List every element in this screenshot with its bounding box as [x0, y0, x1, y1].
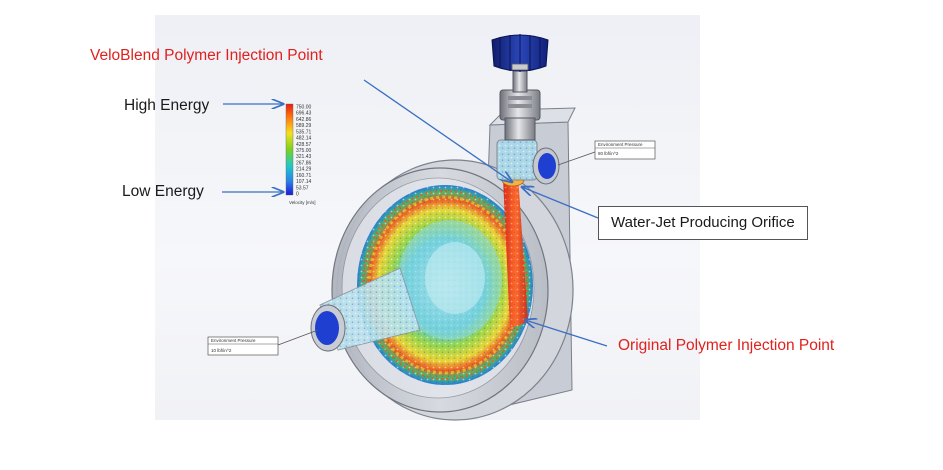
veloblend-arrow: [363, 79, 512, 182]
water-jet-label: Water-Jet Producing Orifice: [598, 206, 808, 240]
legend-tick-label: 535.71: [296, 129, 312, 135]
pressure-bottom-value: 10 lbf/in^2: [211, 348, 232, 353]
legend-tick-label: 375.00: [296, 148, 312, 154]
original-injection-arrow: [525, 320, 608, 347]
original-injection-label: Original Polymer Injection Point: [618, 337, 835, 354]
legend-tick-label: 428.57: [296, 142, 312, 148]
valve-assembly: [491, 34, 549, 141]
upper-chamber: [496, 139, 560, 185]
velocity-legend: 750.00696.43642.86589.29535.71482.14428.…: [285, 103, 316, 205]
inlet-pipe: [310, 267, 421, 352]
legend-tick-label: 321.43: [296, 154, 312, 160]
veloblend-label: VeloBlend Polymer Injection Point: [90, 47, 323, 64]
pressure-bottom-title: Environment Pressure: [211, 338, 256, 343]
legend-ticks: 750.00696.43642.86589.29535.71482.14428.…: [296, 105, 312, 198]
high-energy-label: High Energy: [124, 97, 210, 114]
legend-tick-label: 750.00: [296, 105, 312, 111]
legend-colorbar: [285, 103, 294, 196]
legend-tick-label: 482.14: [296, 136, 312, 142]
legend-title: Velocity [m/s]: [289, 200, 316, 205]
pressure-top-value: 80 lbf/in^2: [598, 151, 619, 156]
legend-tick-label: 53.57: [296, 185, 309, 191]
legend-tick-label: 589.29: [296, 123, 312, 129]
pressure-label-bottom: Environment Pressure 10 lbf/in^2: [207, 329, 319, 356]
legend-tick-label: 160.71: [296, 173, 312, 179]
pressure-label-top: Environment Pressure 80 lbf/in^2: [557, 140, 656, 166]
outlet-port: [538, 153, 556, 179]
legend-tick-label: 267.86: [296, 160, 312, 166]
legend-tick-label: 642.86: [296, 117, 312, 123]
legend-tick-label: 696.43: [296, 111, 312, 117]
annotation-arrows: [222, 79, 608, 347]
low-energy-label: Low Energy: [122, 183, 204, 200]
legend-tick-label: 214.29: [296, 167, 312, 173]
pressure-top-title: Environment Pressure: [598, 142, 643, 147]
water-jet-arrow: [522, 187, 599, 219]
legend-tick-label: 107.14: [296, 179, 312, 185]
inlet-port: [315, 311, 339, 345]
legend-tick-label: 0: [296, 192, 299, 198]
